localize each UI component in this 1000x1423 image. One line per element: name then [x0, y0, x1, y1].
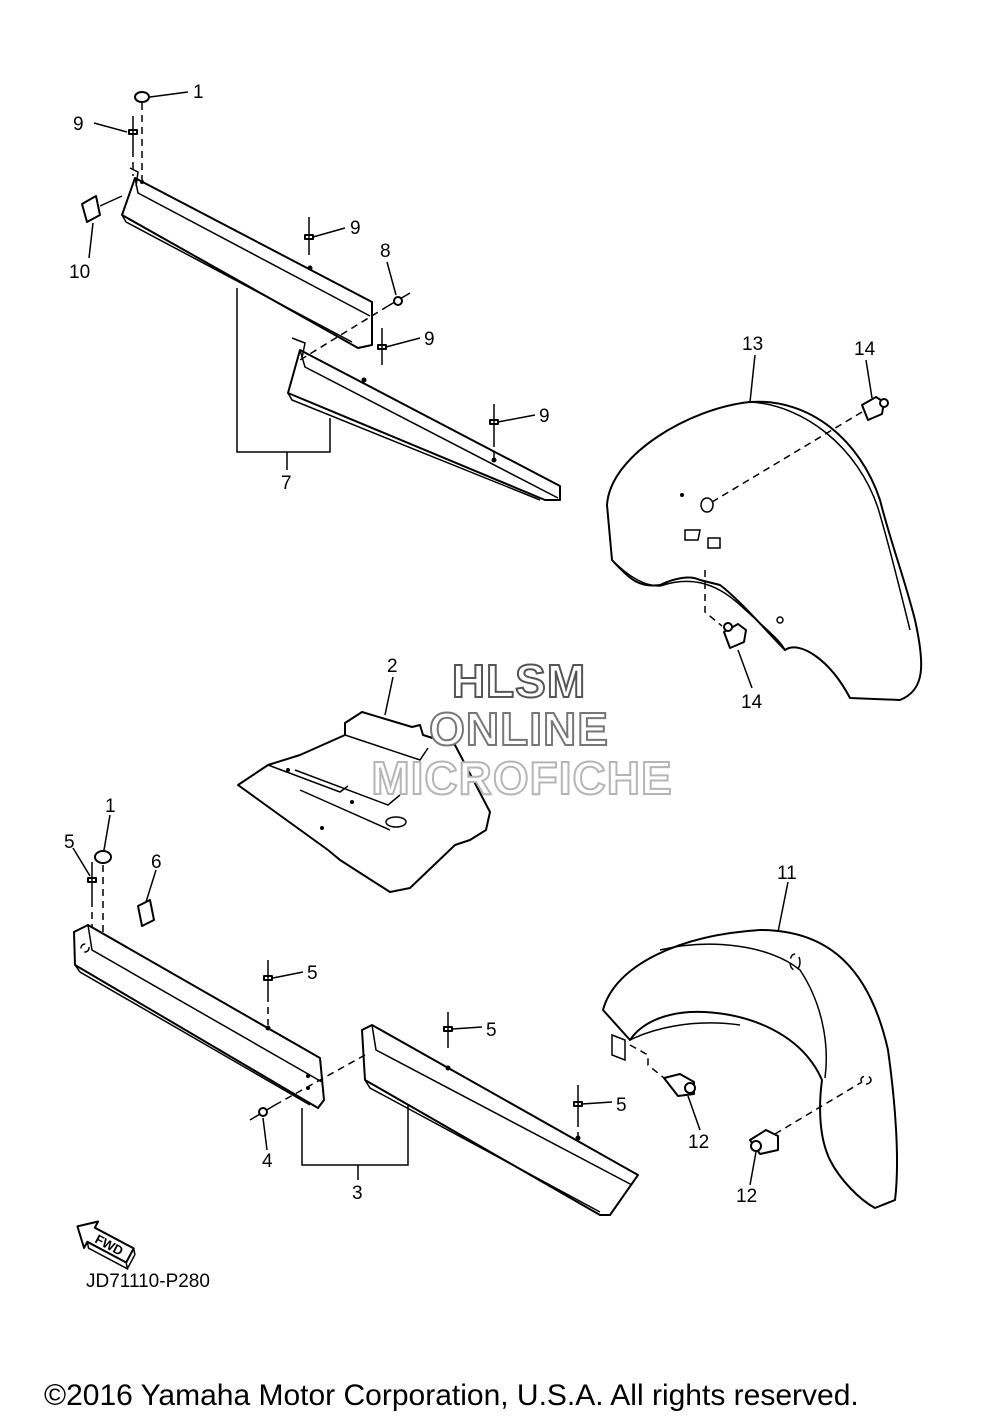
callout-11: 11: [777, 863, 797, 884]
callout-5-a: 5: [64, 832, 75, 853]
callout-3: 3: [352, 1183, 363, 1204]
callout-14-bottom: 14: [741, 692, 763, 713]
callout-10: 10: [69, 262, 90, 283]
callout-2: 2: [387, 656, 398, 677]
callout-4: 4: [262, 1151, 273, 1172]
callout-5-d: 5: [616, 1095, 627, 1116]
callout-1-top: 1: [193, 82, 204, 103]
watermark-line-2: ONLINE: [429, 703, 609, 755]
callout-5-c: 5: [486, 1020, 497, 1041]
lower-rail-front: [73, 924, 325, 1109]
fender-11-fasteners: [629, 1044, 863, 1155]
watermark-line-3: MICROFICHE: [371, 752, 672, 804]
callout-9-b: 9: [350, 218, 361, 239]
fender-13-fasteners: [704, 396, 889, 649]
callout-12-a: 12: [688, 1132, 709, 1153]
lower-rail-rear: [361, 1024, 639, 1216]
leader-lines: [72, 91, 873, 1186]
diagram-code: JD71110-P280: [86, 1271, 210, 1292]
watermark: HLSM ONLINE MICROFICHE: [370, 654, 672, 805]
callout-7: 7: [281, 473, 292, 494]
callout-9-c: 9: [424, 329, 435, 350]
rear-fender-13: [606, 400, 923, 701]
upper-rail-rear: [287, 337, 561, 501]
front-fender-11: [602, 929, 899, 1209]
callout-12-b: 12: [736, 1186, 757, 1207]
under-panel-2: [237, 711, 491, 893]
callout-1-bottom: 1: [105, 796, 116, 817]
callout-9-d: 9: [539, 406, 550, 427]
upper-rail-fasteners: [81, 91, 499, 470]
callout-numbers: 1 9 10 9 8 9 9 7 13 14 14 2 1 5 6 5 5 5 …: [64, 82, 876, 1207]
copyright-notice: ©2016 Yamaha Motor Corporation, U.S.A. A…: [44, 1379, 859, 1412]
callout-9-a: 9: [73, 114, 84, 135]
upper-rail-front: [121, 167, 373, 349]
lower-rail-fasteners: [87, 850, 583, 1180]
watermark-line-1: HLSM: [452, 655, 586, 707]
callout-13: 13: [742, 334, 763, 355]
callout-5-b: 5: [307, 963, 318, 984]
callout-8: 8: [380, 241, 391, 262]
callout-6: 6: [151, 852, 162, 873]
fwd-arrow-icon: FWD: [76, 1220, 136, 1271]
callout-14-top: 14: [854, 339, 876, 360]
